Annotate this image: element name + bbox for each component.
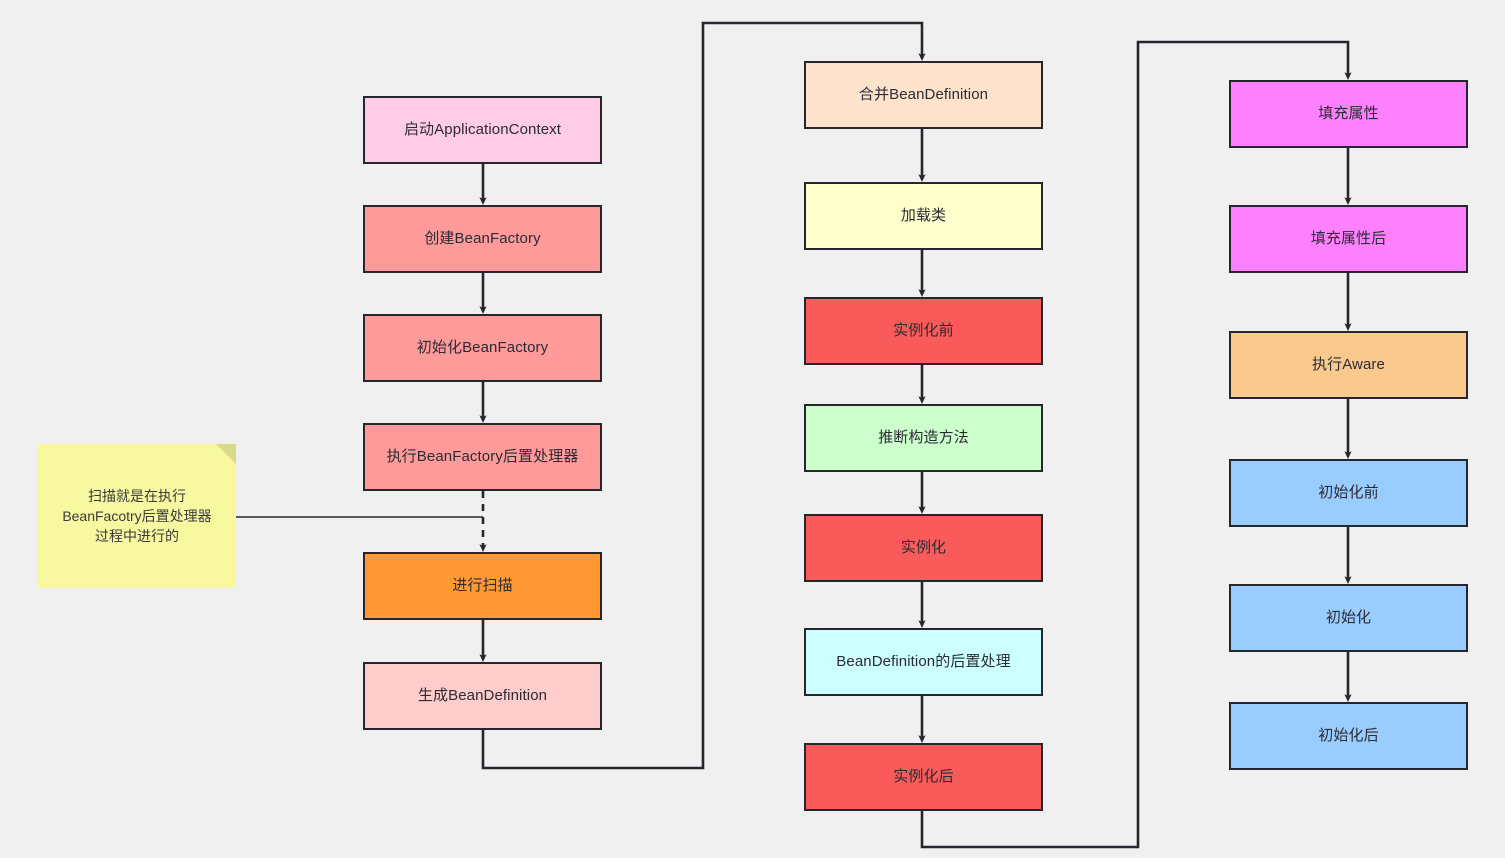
node-label: 初始化后 [1318, 726, 1379, 744]
node-execute-bean-factory-post-processor[interactable]: 执行BeanFactory后置处理器 [363, 423, 602, 491]
node-label: 初始化BeanFactory [416, 338, 549, 356]
node-label: 执行BeanFactory后置处理器 [386, 447, 579, 465]
node-after-instantiation[interactable]: 实例化后 [804, 743, 1043, 811]
node-label: 进行扫描 [452, 576, 513, 594]
node-create-bean-factory[interactable]: 创建BeanFactory [363, 205, 602, 273]
node-init-bean-factory[interactable]: 初始化BeanFactory [363, 314, 602, 382]
node-label: 生成BeanDefinition [417, 686, 548, 704]
node-label: 实例化 [900, 538, 947, 556]
node-label: 初始化 [1325, 608, 1372, 626]
node-start-application-context[interactable]: 启动ApplicationContext [363, 96, 602, 164]
node-merge-bean-definition[interactable]: 合并BeanDefinition [804, 61, 1043, 129]
note-fold-corner [216, 444, 236, 464]
node-after-initialization[interactable]: 初始化后 [1229, 702, 1468, 770]
node-label: 执行Aware [1312, 355, 1385, 373]
node-populate-properties[interactable]: 填充属性 [1229, 80, 1468, 148]
node-execute-aware[interactable]: 执行Aware [1229, 331, 1468, 399]
node-label: BeanDefinition的后置处理 [836, 652, 1011, 670]
node-label: 创建BeanFactory [424, 229, 541, 247]
node-label: 实例化后 [893, 767, 954, 785]
node-initialization[interactable]: 初始化 [1229, 584, 1468, 652]
node-label: 加载类 [900, 206, 947, 224]
node-before-instantiation[interactable]: 实例化前 [804, 297, 1043, 365]
node-do-scan[interactable]: 进行扫描 [363, 552, 602, 620]
node-label: 填充属性 [1318, 104, 1379, 122]
node-label: 填充属性后 [1310, 229, 1387, 247]
node-label: 启动ApplicationContext [403, 120, 562, 138]
node-label: 初始化前 [1318, 483, 1379, 501]
sticky-note-scan: 扫描就是在执行 BeanFacotry后置处理器 过程中进行的 [38, 444, 236, 588]
node-generate-bean-definition[interactable]: 生成BeanDefinition [363, 662, 602, 730]
node-after-populate-properties[interactable]: 填充属性后 [1229, 205, 1468, 273]
node-instantiation[interactable]: 实例化 [804, 514, 1043, 582]
node-label: 实例化前 [893, 321, 954, 339]
node-label: 合并BeanDefinition [858, 85, 989, 103]
node-load-class[interactable]: 加载类 [804, 182, 1043, 250]
node-before-initialization[interactable]: 初始化前 [1229, 459, 1468, 527]
node-infer-constructor[interactable]: 推断构造方法 [804, 404, 1043, 472]
node-label: 推断构造方法 [878, 428, 969, 446]
sticky-note-text: 扫描就是在执行 BeanFacotry后置处理器 过程中进行的 [62, 487, 212, 545]
node-bean-definition-post-process[interactable]: BeanDefinition的后置处理 [804, 628, 1043, 696]
